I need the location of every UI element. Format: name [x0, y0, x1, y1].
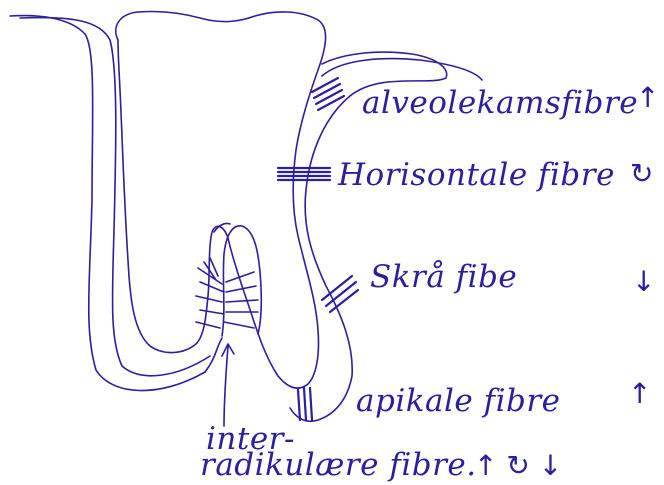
- interradicular-pointer: [222, 344, 234, 426]
- label-horizontal-fibres: Horisontale fibre: [338, 160, 615, 191]
- apical-fibre-bundle: [298, 388, 312, 420]
- label-alveolar-crest-fibres: alveolekamsfibre: [362, 88, 638, 119]
- gingiva-left-line: [10, 16, 222, 391]
- arrow-up-alveolar-icon: ↑: [636, 84, 659, 112]
- rotation-horizontal-icon: ↻: [630, 160, 653, 188]
- label-interradicular-line2: radikulære fibre.: [200, 450, 477, 481]
- bone-right-line: [322, 59, 482, 80]
- tooth-outline: [116, 11, 326, 388]
- arrow-down-oblique-icon: ↓: [632, 268, 655, 296]
- arrow-up-apical-icon: ↑: [628, 380, 651, 408]
- bone-inner-left-line: [20, 18, 210, 376]
- oblique-fibre-bundle: [322, 276, 358, 312]
- alveolar-crest-fibre-bundle: [312, 78, 344, 110]
- arrows-interradicular-icon: ↑ ↻ ↓: [474, 452, 562, 480]
- label-apical-fibres: apikale fibre: [356, 386, 561, 417]
- label-oblique-fibres: Skrå fibe: [370, 262, 517, 293]
- horizontal-fibre-bundle: [278, 168, 330, 180]
